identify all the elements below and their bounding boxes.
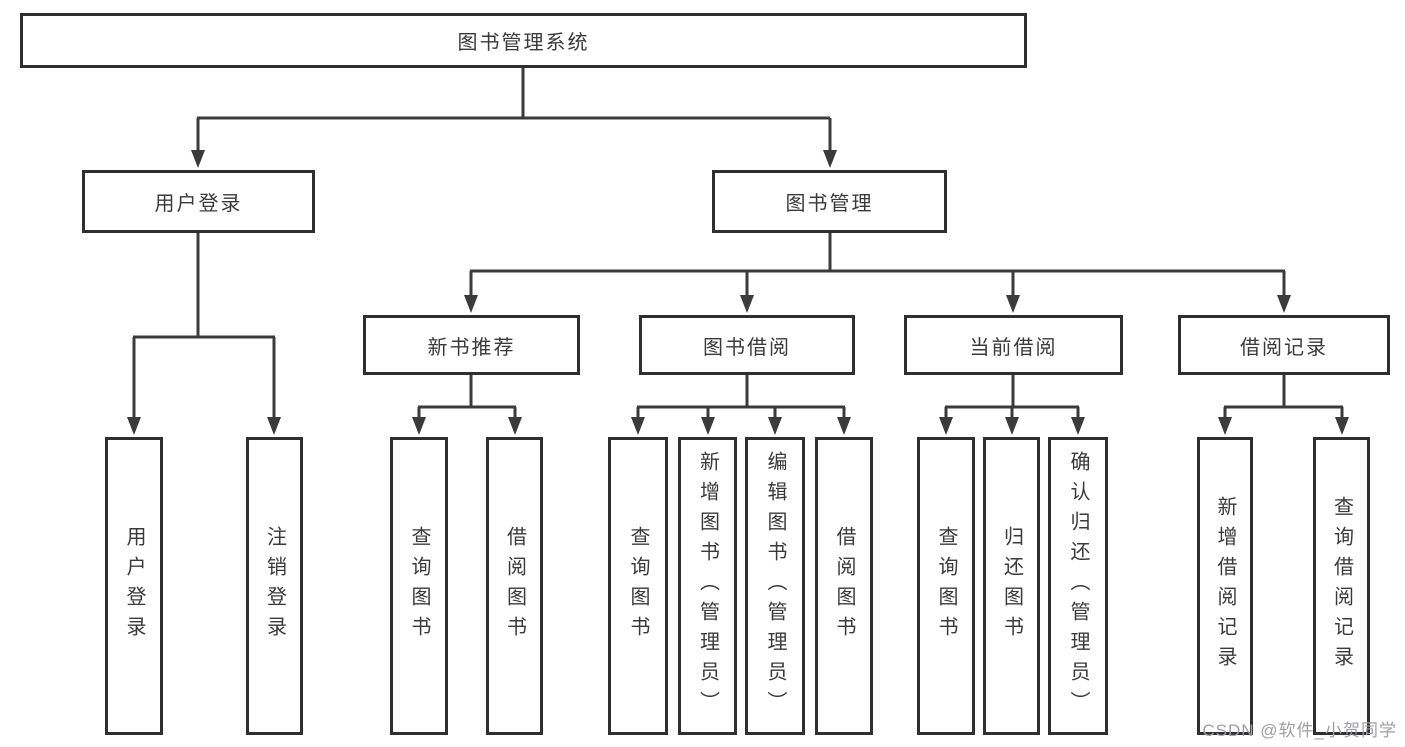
node-leaf-add-borrow-record: 新增借阅记录 [1197, 437, 1253, 735]
edge-book-management-to-level3 [464, 233, 1291, 313]
node-leaf-confirm-return-admin: 确认归还（管理员） [1048, 437, 1108, 735]
edge-book-borrowing-to-children [631, 375, 851, 435]
node-user-login: 用户登录 [82, 170, 315, 233]
node-leaf-query-books-recommend: 查询图书 [390, 437, 448, 735]
node-new-book-recommendation: 新书推荐 [363, 315, 580, 375]
node-leaf-query-books-current: 查询图书 [917, 437, 975, 735]
node-book-borrowing: 图书借阅 [639, 315, 855, 375]
edge-root-to-level2 [191, 68, 837, 168]
node-leaf-edit-books-admin: 编辑图书（管理员） [745, 437, 805, 735]
node-leaf-query-borrow-record: 查询借阅记录 [1313, 437, 1370, 735]
node-book-management-system: 图书管理系统 [20, 13, 1027, 68]
node-leaf-return-books: 归还图书 [983, 437, 1040, 735]
edge-user-login-to-children [127, 233, 281, 435]
node-leaf-add-books-admin: 新增图书（管理员） [678, 437, 737, 735]
node-leaf-borrow-books-recommend: 借阅图书 [486, 437, 543, 735]
edge-current-borrowing-to-children [939, 375, 1085, 435]
node-borrow-records: 借阅记录 [1178, 315, 1390, 375]
node-leaf-logout: 注销登录 [246, 437, 303, 735]
node-book-management: 图书管理 [712, 170, 947, 233]
node-leaf-query-books-borrowing: 查询图书 [608, 437, 668, 735]
edge-new-book-to-children [412, 375, 522, 435]
node-leaf-user-login: 用户登录 [105, 437, 163, 735]
node-leaf-borrow-books-borrowing: 借阅图书 [815, 437, 873, 735]
node-current-borrowing: 当前借阅 [904, 315, 1123, 375]
csdn-watermark: CSDN @软件_小贺同学 [1202, 721, 1397, 740]
edge-borrow-records-to-children [1218, 375, 1349, 435]
